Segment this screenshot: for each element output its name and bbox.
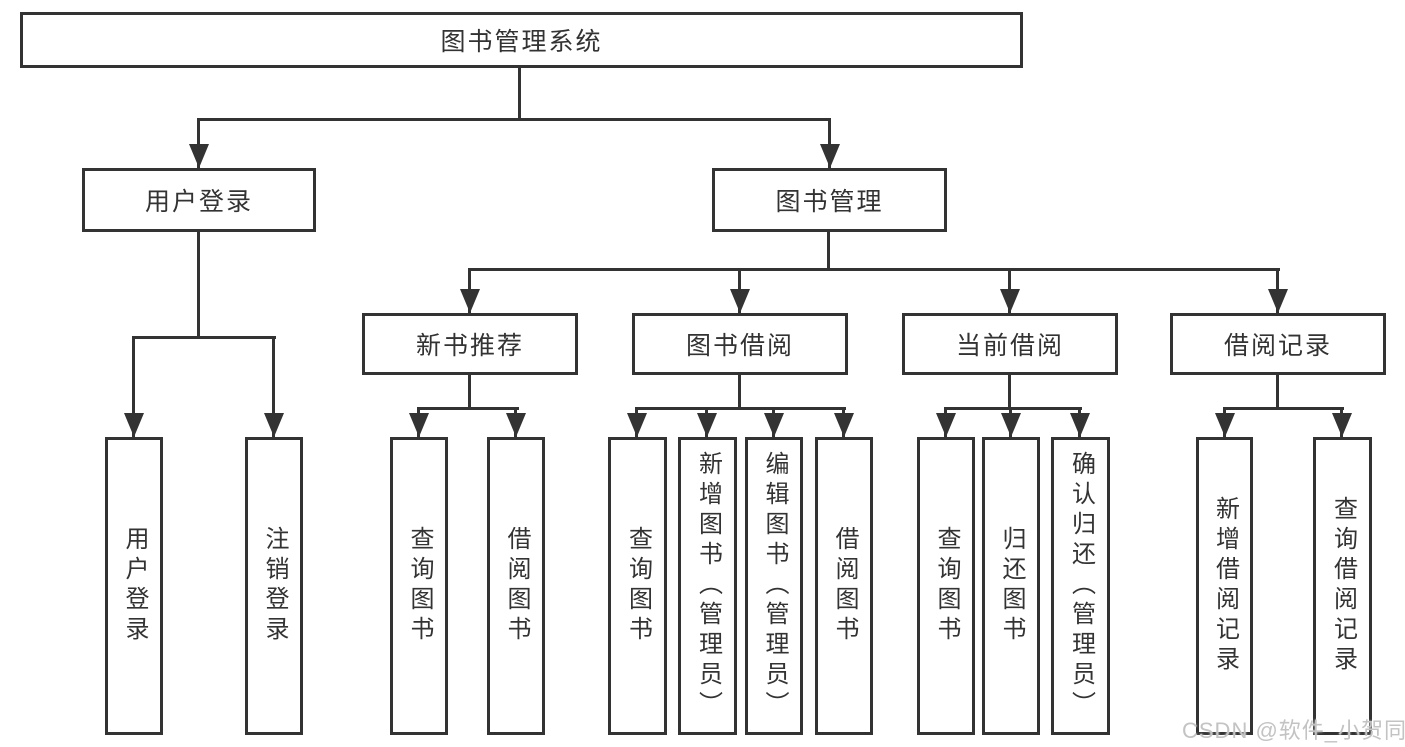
arrow-down-icon: [820, 144, 840, 168]
arrow-down-icon: [936, 413, 956, 437]
arrow-down-icon: [1001, 413, 1021, 437]
arrow-down-icon: [1215, 413, 1235, 437]
connector-line: [1008, 375, 1011, 408]
connector-line: [738, 375, 741, 408]
connector-line: [1223, 407, 1344, 410]
connector-line: [828, 118, 831, 168]
arrow-down-icon: [764, 413, 784, 437]
connector-line: [468, 375, 471, 408]
arrow-down-icon: [124, 413, 144, 437]
connector-line: [197, 118, 831, 121]
arrow-down-icon: [189, 144, 209, 168]
leaf-borrow-add-books-admin: 新增图书（管理员）: [678, 437, 737, 735]
node-borrowing-records: 借阅记录: [1170, 313, 1386, 375]
connector-line: [197, 232, 200, 336]
connector-line: [518, 68, 521, 118]
leaf-recommend-borrow-books: 借阅图书: [487, 437, 545, 735]
connector-line: [197, 118, 200, 168]
arrow-down-icon: [1000, 289, 1020, 313]
connector-line: [132, 336, 276, 339]
leaf-borrow-borrow-books: 借阅图书: [815, 437, 873, 735]
leaf-current-return-books: 归还图书: [982, 437, 1040, 735]
arrow-down-icon: [409, 413, 429, 437]
leaf-user-login: 用户登录: [105, 437, 163, 735]
arrow-down-icon: [730, 289, 750, 313]
arrow-down-icon: [506, 413, 526, 437]
arrow-down-icon: [460, 289, 480, 313]
connector-line: [827, 232, 830, 269]
arrow-down-icon: [1070, 413, 1090, 437]
leaf-records-add-record: 新增借阅记录: [1196, 437, 1253, 735]
arrow-down-icon: [834, 413, 854, 437]
watermark: CSDN @软件_小贺同学: [1182, 718, 1405, 743]
arrow-down-icon: [697, 413, 717, 437]
arrow-down-icon: [1332, 413, 1352, 437]
leaf-logout: 注销登录: [245, 437, 303, 735]
arrow-down-icon: [627, 413, 647, 437]
connector-line: [635, 407, 846, 410]
node-book-management: 图书管理: [712, 168, 947, 232]
leaf-recommend-query-books: 查询图书: [390, 437, 448, 735]
arrow-down-icon: [264, 413, 284, 437]
node-user-login: 用户登录: [82, 168, 316, 232]
connector-line: [272, 336, 275, 437]
node-book-borrowing: 图书借阅: [632, 313, 848, 375]
arrow-down-icon: [1268, 289, 1288, 313]
node-library-system: 图书管理系统: [20, 12, 1023, 68]
connector-line: [132, 336, 135, 437]
leaf-records-query-record: 查询借阅记录: [1313, 437, 1372, 735]
connector-line: [468, 268, 1280, 271]
connector-line: [1276, 375, 1279, 408]
connector-line: [417, 407, 519, 410]
leaf-borrow-edit-books-admin: 编辑图书（管理员）: [745, 437, 803, 735]
node-new-book-recommendation: 新书推荐: [362, 313, 578, 375]
node-current-borrowing: 当前借阅: [902, 313, 1118, 375]
connector-line: [944, 407, 1082, 410]
leaf-current-query-books: 查询图书: [917, 437, 975, 735]
leaf-borrow-query-books: 查询图书: [608, 437, 667, 735]
leaf-current-confirm-return-admin: 确认归还（管理员）: [1051, 437, 1110, 735]
